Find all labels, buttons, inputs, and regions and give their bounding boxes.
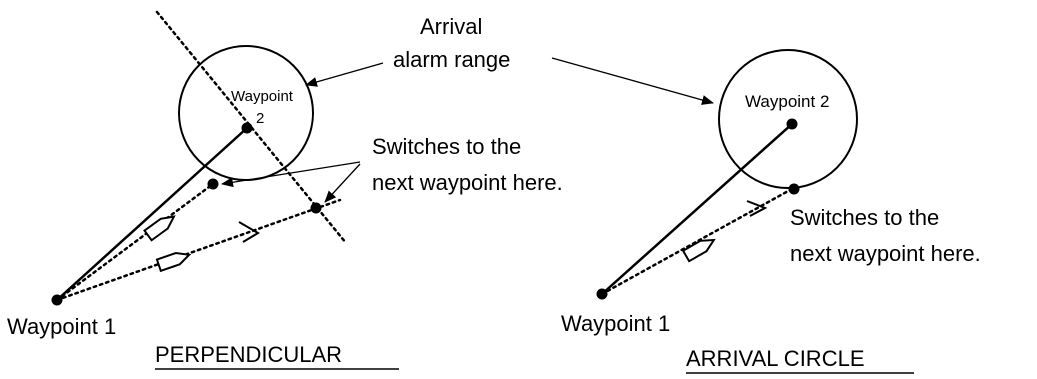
waypoint-dot-icon: [596, 288, 608, 300]
arrival-alarm-range-callout: Arrival alarm range: [305, 14, 714, 105]
waypoint-dot-icon: [788, 183, 800, 195]
arrival-label-line1: Arrival: [420, 14, 482, 39]
arrival-pointer-right: [551, 57, 714, 105]
switches-pointer-to-circle-left: [221, 161, 361, 188]
dotted-track-upper-left: [55, 182, 215, 302]
dotted-track-right: [600, 188, 792, 296]
waypoint2-label-right: Waypoint 2: [745, 92, 829, 111]
arrival-pointer-left: [305, 62, 384, 87]
switches-pointer-to-perp-left: [324, 163, 361, 203]
perpendicular-title: PERPENDICULAR: [155, 342, 342, 367]
arrival-label-line2: alarm range: [393, 47, 510, 72]
waypoint1-label-left: Waypoint 1: [7, 314, 116, 339]
waypoint-dot-icon: [310, 202, 322, 214]
switches-label-right-line1: Switches to the: [790, 205, 939, 230]
arrow-icon: [238, 221, 260, 243]
switches-label-left-line2: next waypoint here.: [372, 170, 563, 195]
arrival-range-circle-left: [178, 45, 314, 181]
boat-icon: [143, 215, 176, 242]
route-line-right: [601, 123, 793, 295]
perpendicular-panel: Waypoint 2 Waypoint 1 PERPENDICULAR Swit…: [7, 10, 563, 370]
boat-icon: [155, 252, 192, 273]
route-line-left: [56, 127, 248, 301]
boat-icon: [681, 238, 716, 263]
dotted-track-lower-left: [55, 198, 342, 302]
waypoint-dot-icon: [786, 118, 798, 130]
arrival-circle-title: ARRIVAL CIRCLE: [686, 346, 865, 371]
waypoint1-label-right: Waypoint 1: [561, 311, 670, 336]
switches-label-right-line2: next waypoint here.: [790, 241, 981, 266]
switches-label-left-line1: Switches to the: [372, 134, 521, 159]
arrow-icon: [746, 200, 768, 217]
waypoint-dot-icon: [51, 294, 63, 306]
waypoint-dot-icon: [241, 122, 253, 134]
arrival-range-circle-right: [718, 49, 858, 189]
waypoint-dot-icon: [207, 178, 219, 190]
waypoint2-label-line1: Waypoint: [231, 88, 294, 105]
arrival-circle-panel: Waypoint 2 Switches to the next waypoint…: [561, 49, 981, 374]
waypoint2-label-line2: 2: [256, 110, 264, 127]
